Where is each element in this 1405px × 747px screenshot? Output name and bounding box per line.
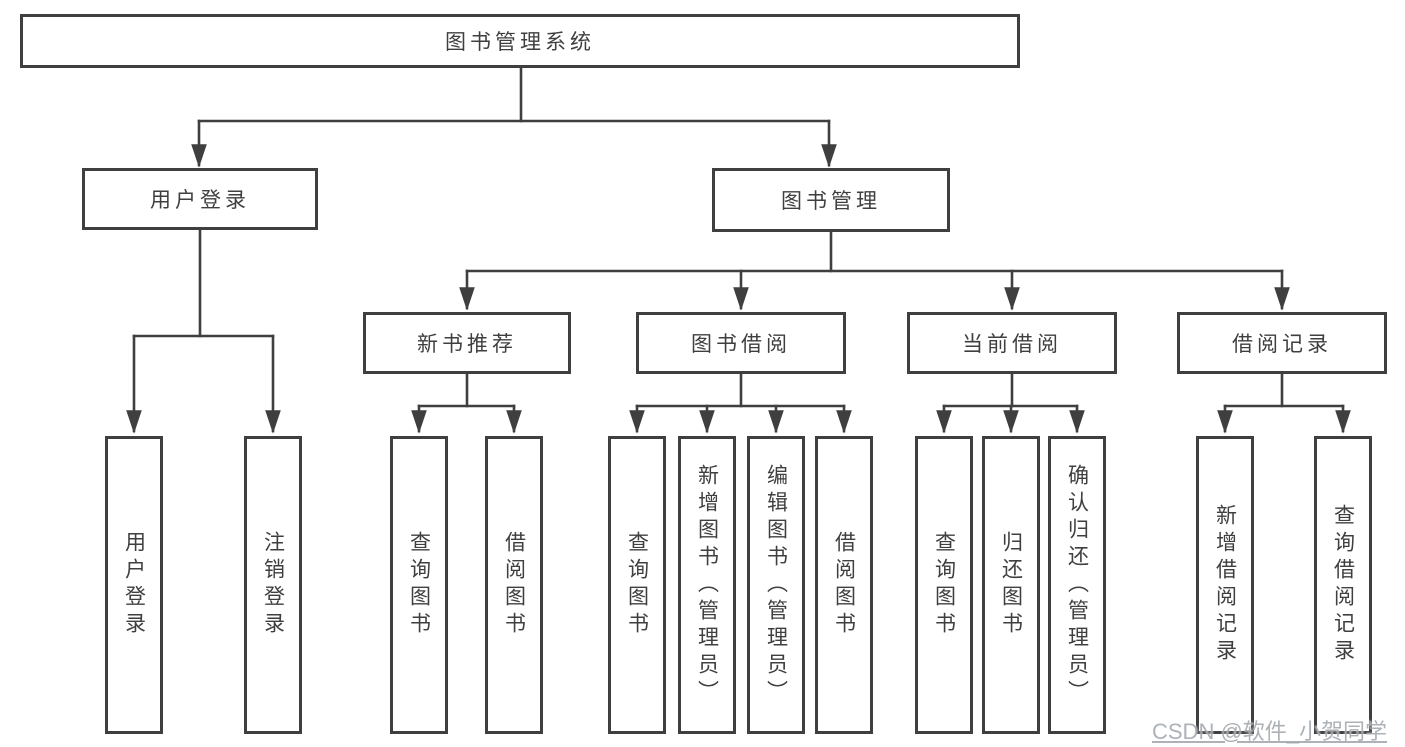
leaf-bb-borrow-book-label: 借阅图书 [832, 531, 856, 639]
node-user-login-label: 用户登录 [150, 189, 250, 212]
leaf-user-login: 用户登录 [105, 436, 163, 734]
node-book-borrow-label: 图书借阅 [691, 333, 791, 356]
leaf-bb-edit-book-admin-label: 编辑图书（管理员） [764, 463, 788, 707]
node-current-borrow-label: 当前借阅 [962, 333, 1062, 356]
leaf-logout-label: 注销登录 [261, 531, 285, 639]
leaf-br-query-record: 查询借阅记录 [1314, 436, 1372, 734]
leaf-cb-return-book: 归还图书 [982, 436, 1040, 734]
leaf-bb-query-book-label: 查询图书 [625, 531, 649, 639]
node-borrow-record: 借阅记录 [1177, 312, 1387, 374]
leaf-cb-return-book-label: 归还图书 [999, 531, 1023, 639]
node-new-book-recommend-label: 新书推荐 [417, 333, 517, 356]
node-root: 图书管理系统 [20, 14, 1020, 68]
node-current-borrow: 当前借阅 [907, 312, 1117, 374]
node-book-management-label: 图书管理 [781, 190, 881, 213]
leaf-rec-query-book-label: 查询图书 [407, 531, 431, 639]
leaf-bb-query-book: 查询图书 [608, 436, 666, 734]
leaf-rec-borrow-book-label: 借阅图书 [502, 531, 526, 639]
leaf-bb-borrow-book: 借阅图书 [815, 436, 873, 734]
leaf-cb-confirm-return-admin: 确认归还（管理员） [1048, 436, 1106, 734]
leaf-br-query-record-label: 查询借阅记录 [1331, 504, 1355, 666]
leaf-br-add-record-label: 新增借阅记录 [1213, 504, 1237, 666]
node-book-management: 图书管理 [712, 168, 950, 232]
node-book-borrow: 图书借阅 [636, 312, 846, 374]
leaf-br-add-record: 新增借阅记录 [1196, 436, 1254, 734]
node-root-label: 图书管理系统 [445, 31, 595, 54]
node-borrow-record-label: 借阅记录 [1232, 333, 1332, 356]
leaf-user-login-label: 用户登录 [122, 531, 146, 639]
leaf-cb-confirm-return-admin-label: 确认归还（管理员） [1065, 463, 1089, 707]
leaf-cb-query-book: 查询图书 [915, 436, 973, 734]
leaf-cb-query-book-label: 查询图书 [932, 531, 956, 639]
leaf-bb-edit-book-admin: 编辑图书（管理员） [747, 436, 805, 734]
leaf-bb-add-book-admin-label: 新增图书（管理员） [695, 463, 719, 707]
csdn-watermark: CSDN @软件_小贺同学 [1152, 719, 1388, 744]
leaf-bb-add-book-admin: 新增图书（管理员） [678, 436, 736, 734]
leaf-rec-query-book: 查询图书 [390, 436, 448, 734]
leaf-rec-borrow-book: 借阅图书 [485, 436, 543, 734]
leaf-logout: 注销登录 [244, 436, 302, 734]
node-new-book-recommend: 新书推荐 [363, 312, 571, 374]
node-user-login: 用户登录 [82, 168, 318, 230]
